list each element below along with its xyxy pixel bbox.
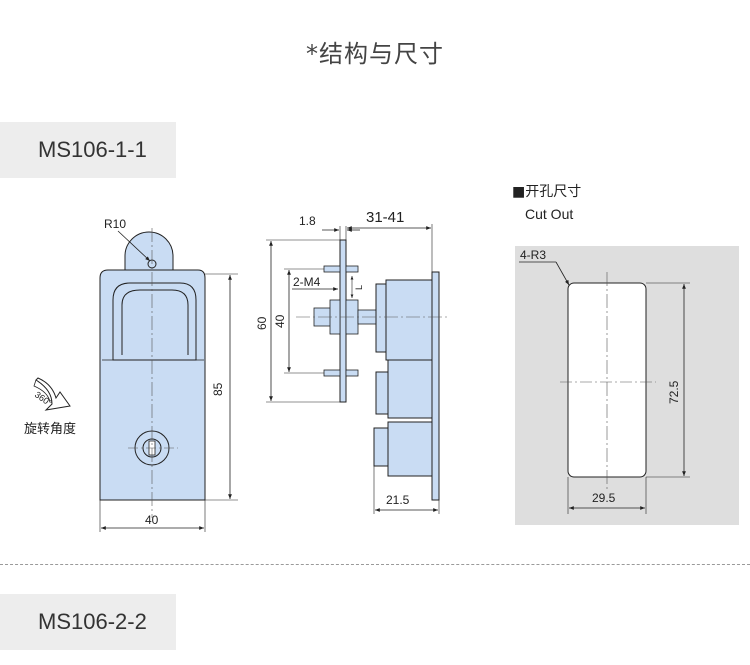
model-tag-ms106-2-2: MS106-2-2 (0, 594, 176, 650)
depth-label: 21.5 (386, 493, 410, 507)
radius-label: R10 (104, 217, 126, 231)
model-tag-ms106-1-1: MS106-1-1 (0, 122, 176, 178)
range-label: 31-41 (366, 209, 404, 226)
side-view: 60 40 2-M4 L 1.8 31-41 21.5 (255, 209, 450, 514)
width-label: 40 (145, 513, 159, 527)
section-title: *结构与尺寸 (306, 40, 444, 68)
section-divider (0, 564, 750, 565)
thickness-label: 1.8 (299, 214, 316, 228)
model-label: MS106-2-2 (38, 609, 147, 634)
front-view: R10 85 40 360° 旋转角度 (24, 217, 238, 532)
outer-height-label: 60 (255, 316, 269, 330)
cutout-height-label: 72.5 (667, 380, 681, 404)
rotation-label: 旋转角度 (24, 421, 76, 437)
inner-height-label: 40 (273, 314, 287, 328)
l-label: L (354, 285, 364, 290)
thread-label: 2-M4 (293, 275, 321, 289)
model-label: MS106-1-1 (38, 137, 147, 162)
cutout-heading: ■开孔尺寸 (512, 184, 581, 200)
cutout-view: ■开孔尺寸 Cut Out 4-R3 72.5 29.5 (512, 184, 739, 525)
corner-label: 4-R3 (520, 248, 546, 262)
rotation-arrow-icon: 360° (33, 377, 71, 411)
height-label: 85 (211, 382, 225, 396)
cutout-width-label: 29.5 (592, 491, 616, 505)
cutout-heading-en: Cut Out (525, 206, 573, 222)
